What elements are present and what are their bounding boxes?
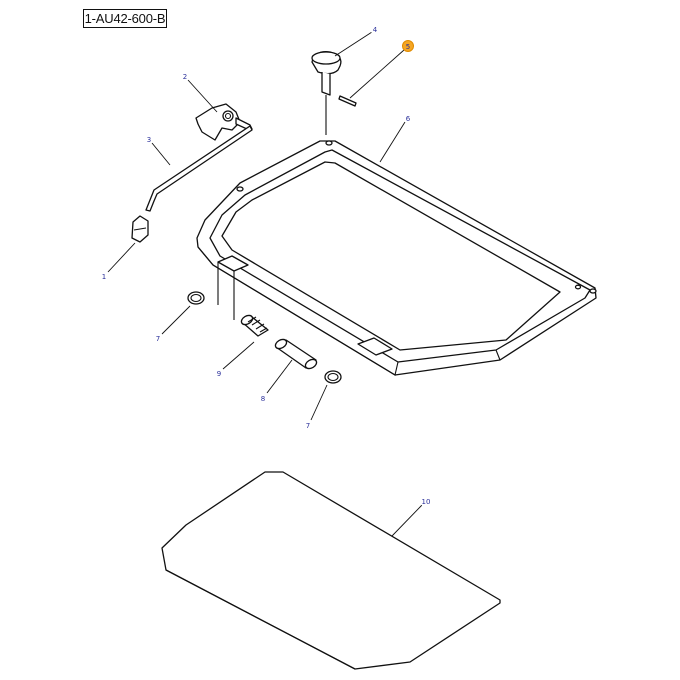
svg-text:7: 7 <box>156 335 160 343</box>
svg-text:5: 5 <box>406 43 410 51</box>
callout-8: 8 <box>258 393 268 403</box>
callout-2: 2 <box>180 71 190 81</box>
part-6-tray[interactable] <box>196 140 597 376</box>
callout-9: 9 <box>214 368 224 378</box>
callout-3: 3 <box>144 134 154 144</box>
part-8-shaft[interactable] <box>274 338 318 371</box>
svg-text:6: 6 <box>406 115 411 123</box>
callout-6: 6 <box>403 113 413 123</box>
callout-7-upper: 7 <box>153 333 163 343</box>
callout-4: 4 <box>370 24 380 34</box>
svg-text:9: 9 <box>217 370 221 378</box>
part-3-rod[interactable] <box>145 125 253 212</box>
part-7-ring-b[interactable] <box>324 370 342 384</box>
callout-1: 1 <box>99 271 109 281</box>
leader-lines <box>107 31 423 537</box>
part-10-panel[interactable] <box>161 471 501 670</box>
part-7-ring-a[interactable] <box>187 291 205 305</box>
callout-10: 10 <box>420 495 432 507</box>
svg-text:8: 8 <box>261 395 265 403</box>
part-5-pin[interactable] <box>338 95 357 107</box>
svg-text:7: 7 <box>306 422 310 430</box>
part-9-spring[interactable] <box>240 314 269 337</box>
part-1-clip[interactable] <box>131 215 149 243</box>
svg-text:4: 4 <box>373 26 378 34</box>
svg-text:3: 3 <box>147 136 151 144</box>
svg-text:1: 1 <box>102 273 106 281</box>
callout-7-lower: 7 <box>303 420 313 430</box>
callout-5-highlighted: 5 <box>402 40 414 52</box>
part-4-knob[interactable] <box>311 51 342 135</box>
reference-code-label: 1-AU42-600-B <box>83 9 167 28</box>
svg-text:2: 2 <box>183 73 187 81</box>
svg-text:10: 10 <box>422 498 431 506</box>
